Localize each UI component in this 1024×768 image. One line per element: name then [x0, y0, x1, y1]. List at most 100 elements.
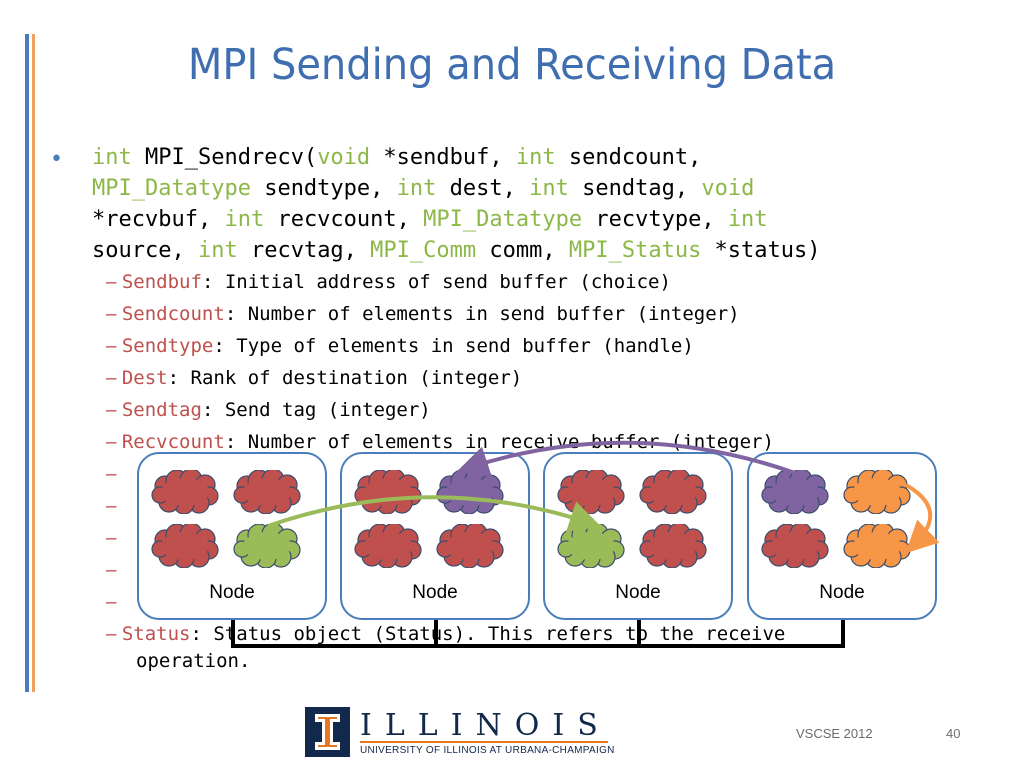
type-keyword: void — [317, 145, 371, 170]
parameter-item: – — [106, 462, 122, 487]
code-text: sendcount, — [555, 145, 702, 170]
signature-line: MPI_Datatype sendtype, int dest, int sen… — [92, 173, 972, 204]
accent-bar-orange — [32, 34, 35, 692]
type-keyword: void — [701, 176, 755, 201]
code-text: recvtag, — [237, 238, 371, 263]
bullet-dot: • — [50, 147, 63, 172]
university-name: UNIVERSITY OF ILLINOIS AT URBANA-CHAMPAI… — [360, 745, 615, 756]
item-dash: – — [106, 528, 122, 549]
code-text: source, — [92, 238, 198, 263]
parameter-item: – — [106, 494, 122, 519]
process-cloud-icon — [354, 522, 422, 572]
parameter-item: – Sendbuf: Initial address of send buffe… — [106, 270, 671, 295]
process-cloud-icon — [761, 468, 829, 518]
page-number: 40 — [946, 726, 961, 741]
parameter-description: : Status object (Status). This refers to… — [190, 623, 786, 645]
item-dash: – — [106, 592, 122, 613]
type-keyword: MPI_Status — [568, 238, 702, 263]
type-keyword: int — [92, 145, 132, 170]
code-text: recvtype, — [582, 207, 728, 232]
event-label: VSCSE 2012 — [796, 726, 873, 741]
parameter-term: Recvcount — [121, 431, 225, 453]
illinois-wordmark: ILLINOIS — [360, 708, 611, 743]
code-text: recvcount, — [264, 207, 424, 232]
parameter-item: – Sendtag: Send tag (integer) — [106, 398, 431, 423]
parameter-description: : Type of elements in send buffer (handl… — [213, 335, 694, 357]
type-keyword: MPI_Datatype — [423, 207, 583, 232]
code-text: dest, — [436, 176, 530, 201]
code-text: sendtag, — [568, 176, 702, 201]
code-text: sendtype, — [250, 176, 397, 201]
function-signature: int MPI_Sendrecv(void *sendbuf, int send… — [92, 142, 972, 266]
bracket-line — [637, 620, 845, 648]
parameter-term: Sendbuf — [121, 271, 202, 293]
process-cloud-icon — [761, 522, 829, 572]
parameter-item: – — [106, 526, 122, 551]
code-text: *status) — [701, 238, 821, 263]
process-cloud-icon — [843, 522, 911, 572]
process-cloud-icon — [151, 468, 219, 518]
illinois-block-i-logo — [305, 707, 350, 757]
node-label: Node — [412, 582, 458, 603]
status-continuation: operation. — [136, 650, 251, 672]
process-cloud-icon — [233, 468, 301, 518]
code-text: *sendbuf, — [370, 145, 516, 170]
process-cloud-icon — [843, 468, 911, 518]
process-cloud-icon — [151, 522, 219, 572]
code-text: comm, — [476, 238, 569, 263]
type-keyword: int — [396, 176, 437, 201]
signature-line: int MPI_Sendrecv(void *sendbuf, int send… — [92, 142, 972, 173]
process-cloud-icon — [639, 522, 707, 572]
code-text: *recvbuf, — [92, 207, 225, 232]
type-keyword: int — [515, 145, 556, 170]
node-label: Node — [819, 582, 865, 603]
parameter-description: : Initial address of send buffer (choice… — [201, 271, 671, 293]
parameter-description: : Rank of destination (integer) — [167, 367, 523, 389]
type-keyword: int — [727, 207, 768, 232]
process-cloud-icon — [233, 522, 301, 572]
accent-bar-blue — [25, 34, 29, 692]
parameter-term: Status — [121, 623, 191, 645]
item-dash: – — [106, 368, 122, 389]
green-arrow — [267, 495, 602, 532]
type-keyword: int — [224, 207, 265, 232]
parameter-item: – Sendcount: Number of elements in send … — [106, 302, 740, 327]
item-dash: – — [106, 464, 122, 485]
signature-line: source, int recvtag, MPI_Comm comm, MPI_… — [92, 235, 972, 266]
type-keyword: MPI_Datatype — [92, 176, 251, 201]
type-keyword: MPI_Comm — [370, 238, 477, 263]
parameter-term: Sendtag — [121, 399, 202, 421]
item-dash: – — [106, 400, 122, 421]
purple-arrow — [456, 440, 796, 477]
type-keyword: int — [197, 238, 238, 263]
process-cloud-icon — [436, 522, 504, 572]
item-dash: – — [106, 560, 122, 581]
parameter-term: Sendcount — [121, 303, 225, 325]
parameter-item: – Dest: Rank of destination (integer) — [106, 366, 522, 391]
node-label: Node — [209, 582, 255, 603]
node-label: Node — [615, 582, 661, 603]
item-dash: – — [106, 304, 122, 325]
parameter-item: – — [106, 590, 122, 615]
parameter-item: – Sendtype: Type of elements in send buf… — [106, 334, 694, 359]
slide-title: MPI Sending and Receiving Data — [187, 40, 837, 90]
signature-line: *recvbuf, int recvcount, MPI_Datatype re… — [92, 204, 972, 235]
item-dash: – — [106, 624, 122, 645]
code-text: MPI_Sendrecv( — [131, 145, 318, 170]
parameter-term: Dest — [121, 367, 168, 389]
item-dash: – — [106, 272, 122, 293]
parameter-item: – — [106, 558, 122, 583]
parameter-item: – Status: Status object (Status). This r… — [106, 622, 785, 647]
logo-rule — [360, 741, 608, 743]
parameter-term: Sendtype — [121, 335, 214, 357]
process-cloud-icon — [639, 468, 707, 518]
parameter-description: : Send tag (integer) — [201, 399, 431, 421]
item-dash: – — [106, 496, 122, 517]
item-dash: – — [106, 432, 122, 453]
type-keyword: int — [529, 176, 569, 201]
orange-arrow — [905, 483, 940, 554]
item-dash: – — [106, 336, 122, 357]
parameter-description: : Number of elements in send buffer (int… — [224, 303, 740, 325]
